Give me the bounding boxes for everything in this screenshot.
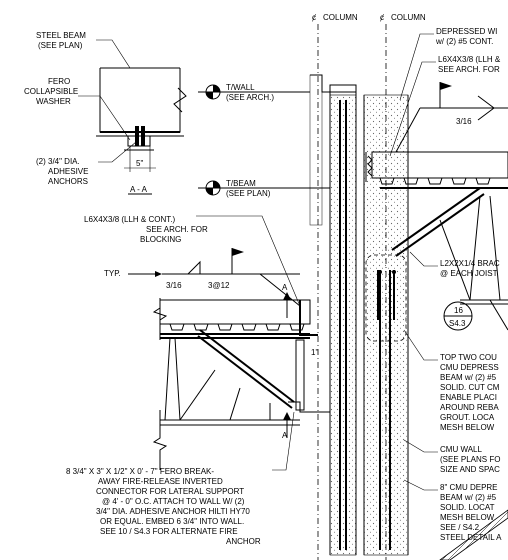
note-connector: 8 3/4" X 3" X 1/2" X 0' - 7" FERO BREAK-…	[66, 411, 295, 546]
note-l2x2: L2X2X1/4 BRAC @ EACH JOIST	[409, 251, 500, 278]
section-aa-inset: 5" A - A	[96, 67, 187, 195]
svg-text:SOLID. CUT CM: SOLID. CUT CM	[440, 383, 500, 392]
svg-text:3/4" DIA. ADHESIVE ANCHOR HILT: 3/4" DIA. ADHESIVE ANCHOR HILTI HY70	[96, 507, 250, 516]
dim-5-inch: 5"	[136, 159, 143, 168]
svg-text:8" CMU DEPRE: 8" CMU DEPRE	[440, 483, 498, 492]
section-mark-a-bottom: A	[282, 431, 288, 440]
svg-text:MESH BELOW: MESH BELOW	[440, 513, 495, 522]
svg-text:GROUT. LOCA: GROUT. LOCA	[440, 413, 495, 422]
t-beam-line1: T/BEAM	[226, 179, 256, 188]
level-marker-t-beam: T/BEAM (SEE PLAN)	[198, 179, 330, 198]
roof-deck-left	[152, 298, 311, 340]
svg-text:BEAM w/ (2) #5: BEAM w/ (2) #5	[440, 373, 497, 382]
svg-text:CMU WALL: CMU WALL	[440, 445, 482, 454]
detail-tag: 16 S4.3	[443, 301, 473, 331]
svg-text:8 3/4" X 3" X 1/2" X 0' - 7" F: 8 3/4" X 3" X 1/2" X 0' - 7" FERO BREAK-	[66, 467, 214, 476]
level-marker-t-wall: T/WALL (SEE ARCH.)	[198, 83, 310, 102]
svg-text:L2X2X1/4 BRAC: L2X2X1/4 BRAC	[440, 259, 500, 268]
l-angle-left	[288, 300, 330, 413]
svg-text:TOP TWO COU: TOP TWO COU	[440, 353, 497, 362]
weld-symbol-left: TYP. 3/16 3@12	[104, 248, 301, 307]
svg-text:MESH BELOW: MESH BELOW	[440, 423, 495, 432]
svg-text:CONNECTOR FOR LATERAL SUPPORT: CONNECTOR FOR LATERAL SUPPORT	[96, 487, 244, 496]
svg-text:@ EACH JOIST: @ EACH JOIST	[440, 269, 498, 278]
svg-text:SEE / S4.2: SEE / S4.2	[440, 523, 480, 532]
note-cmu-wall: CMU WALL (SEE PLANS FO SIZE AND SPAC	[403, 439, 500, 474]
note-steel-beam: STEEL BEAM (SEE PLAN)	[36, 31, 131, 69]
svg-text:16: 16	[454, 306, 463, 315]
svg-text:SEE ARCH. FOR: SEE ARCH. FOR	[438, 65, 500, 74]
column-line-left: ȼ COLUMN	[312, 13, 358, 560]
note-fero-washer: FERO COLLAPSIBLE WASHER	[24, 77, 131, 141]
svg-text:SEE ARCH. FOR: SEE ARCH. FOR	[146, 225, 208, 234]
svg-text:COLLAPSIBLE: COLLAPSIBLE	[24, 87, 78, 96]
svg-text:ANCHOR: ANCHOR	[226, 537, 261, 546]
svg-text:SIZE AND SPAC: SIZE AND SPAC	[440, 465, 500, 474]
svg-text:ANCHORS: ANCHORS	[48, 177, 88, 186]
dim-1-inch: 1"	[311, 348, 318, 357]
svg-text:w/ (2) #5 CONT.: w/ (2) #5 CONT.	[435, 37, 493, 46]
column-label-right: COLUMN	[391, 13, 426, 22]
svg-text:OR EQUAL. EMBED 6 3/4" INTO WA: OR EQUAL. EMBED 6 3/4" INTO WALL.	[100, 517, 244, 526]
svg-text:L6X4X3/8 (LLH &: L6X4X3/8 (LLH &	[438, 55, 501, 64]
svg-text:BEAM w/ (2) #5: BEAM w/ (2) #5	[440, 493, 497, 502]
svg-text:(SEE PLAN): (SEE PLAN)	[38, 41, 83, 50]
joist-right	[391, 187, 508, 331]
svg-text:DEPRESSED WI: DEPRESSED WI	[436, 27, 497, 36]
svg-text:SOLID. LOCAT: SOLID. LOCAT	[440, 503, 495, 512]
cmu-wall	[309, 74, 409, 556]
svg-text:L6X4X3/8 (LLH & CONT.): L6X4X3/8 (LLH & CONT.)	[84, 215, 175, 224]
note-top-two: TOP TWO COU CMU DEPRESS BEAM w/ (2) #5 S…	[403, 329, 500, 432]
svg-text:FERO: FERO	[48, 77, 70, 86]
svg-text:BLOCKING: BLOCKING	[140, 235, 181, 244]
bracing-bar	[439, 509, 508, 560]
svg-text:3/16: 3/16	[166, 281, 182, 290]
svg-text:3/16: 3/16	[456, 117, 472, 126]
svg-text:AROUND REBA: AROUND REBA	[440, 403, 499, 412]
svg-text:ADHESIVE: ADHESIVE	[48, 167, 88, 176]
svg-text:3@12: 3@12	[208, 281, 230, 290]
t-wall-line1: T/WALL	[226, 83, 255, 92]
column-symbol-left: ȼ	[312, 13, 316, 22]
weld-symbol-right: 3/16	[395, 82, 508, 153]
svg-text:CMU DEPRESS: CMU DEPRESS	[440, 363, 499, 372]
section-marks: A A	[282, 283, 291, 440]
svg-text:SEE 10 / S4.3 FOR ALTERNATE: SEE 10 / S4.3 FOR ALTERNATE FIRE	[100, 527, 238, 536]
note-depressed: DEPRESSED WI w/ (2) #5 CONT.	[399, 27, 497, 101]
svg-text:@ 4' - 0" O.C. ATTACH TO WALL: @ 4' - 0" O.C. ATTACH TO WALL W/ (2)	[102, 497, 245, 506]
svg-text:(2) 3/4" DIA.: (2) 3/4" DIA.	[36, 157, 80, 166]
section-aa-label: A - A	[130, 185, 148, 194]
svg-text:S4.3: S4.3	[449, 319, 466, 328]
column-label-left: COLUMN	[323, 13, 358, 22]
svg-text:ENABLE PLACI: ENABLE PLACI	[440, 393, 497, 402]
svg-text:WASHER: WASHER	[36, 97, 71, 106]
svg-text:(SEE PLANS FO: (SEE PLANS FO	[440, 455, 500, 464]
svg-text:STEEL BEAM: STEEL BEAM	[36, 31, 86, 40]
note-l6x4-left: L6X4X3/8 (LLH & CONT.) SEE ARCH. FOR BLO…	[84, 215, 301, 307]
note-adhesive-anchors: (2) 3/4" DIA. ADHESIVE ANCHORS	[36, 141, 137, 186]
column-symbol-right: ȼ	[380, 13, 384, 22]
t-beam-line2: (SEE PLAN)	[226, 189, 271, 198]
joist-left	[152, 329, 310, 470]
section-mark-a-top: A	[282, 283, 288, 292]
svg-text:TYP.: TYP.	[104, 269, 121, 278]
roof-deck-right	[365, 151, 508, 189]
svg-text:AWAY FIRE-RELEASE INVERTED: AWAY FIRE-RELEASE INVERTED	[98, 477, 223, 486]
t-wall-line2: (SEE ARCH.)	[226, 93, 274, 102]
note-l6x4-right: L6X4X3/8 (LLH & SEE ARCH. FOR	[389, 55, 501, 157]
bond-beam-right	[365, 254, 407, 342]
